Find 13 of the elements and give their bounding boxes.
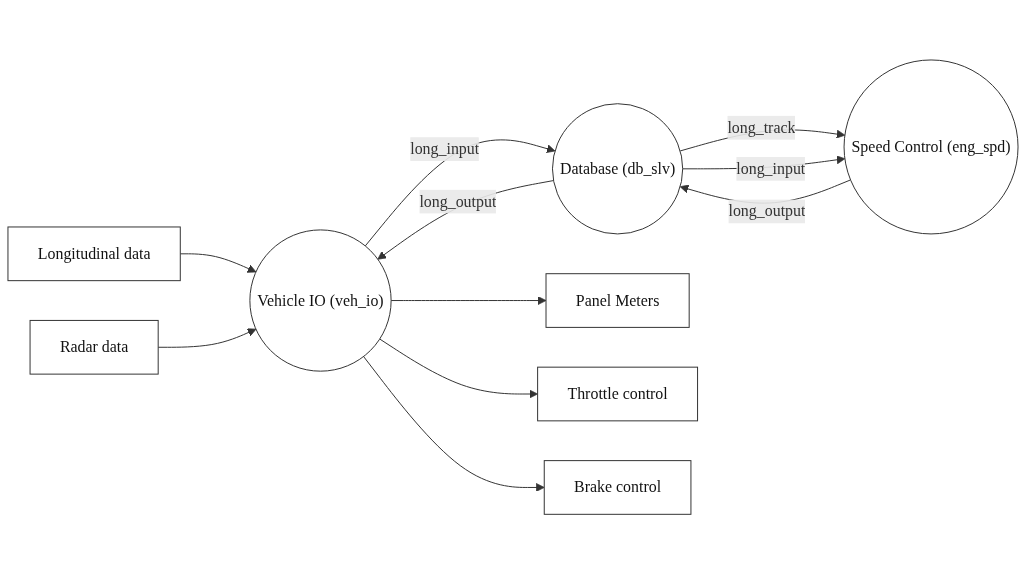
node-box: Radar data [29, 320, 159, 375]
node-box: Throttle control [537, 367, 699, 422]
node-circle: Database (db_slv) [552, 103, 684, 235]
node-circle: Vehicle IO (veh_io) [249, 229, 392, 373]
edge-label: long_input [410, 140, 480, 158]
node-circle: Speed Control (eng_spd) [843, 59, 1019, 235]
node-box: Longitudinal data [7, 226, 181, 282]
edge-label: long_output [419, 193, 497, 210]
edge-label: long_track [727, 119, 796, 137]
edge-label: long_input [736, 160, 806, 178]
edge-label: long_output [728, 202, 806, 220]
node-box: Brake control [543, 460, 692, 516]
node-box: Panel Meters [545, 273, 690, 329]
